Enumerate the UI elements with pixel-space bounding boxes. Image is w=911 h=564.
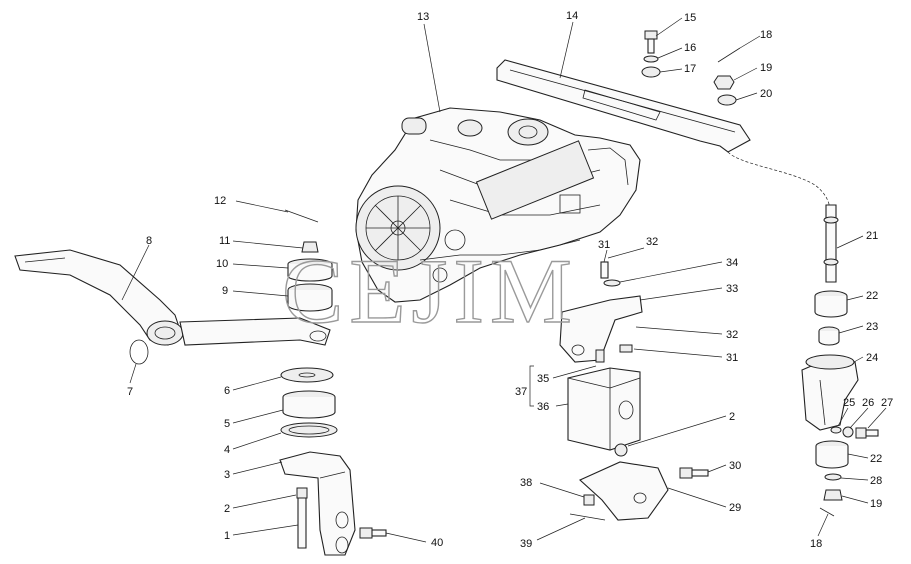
callout-24: 24 bbox=[866, 352, 878, 364]
callout-11: 11 bbox=[219, 235, 230, 247]
callout-2-center: 2 bbox=[729, 411, 735, 423]
callout-32-bottom: 32 bbox=[726, 329, 738, 341]
callout-34: 34 bbox=[726, 257, 738, 269]
callout-37: 37 bbox=[515, 386, 527, 398]
callout-19-bottom: 19 bbox=[870, 498, 882, 510]
callout-6: 6 bbox=[224, 385, 230, 397]
callout-28: 28 bbox=[870, 475, 882, 487]
callout-22-bottom: 22 bbox=[870, 453, 882, 465]
callout-29: 29 bbox=[729, 502, 741, 514]
callout-15: 15 bbox=[684, 12, 696, 24]
callout-5: 5 bbox=[224, 418, 230, 430]
callout-3: 3 bbox=[224, 469, 230, 481]
callout-13: 13 bbox=[417, 11, 429, 23]
callout-40: 40 bbox=[431, 537, 443, 549]
callout-23: 23 bbox=[866, 321, 878, 333]
callout-18-top: 18 bbox=[760, 29, 772, 41]
watermark: CEJIM bbox=[282, 240, 578, 342]
callout-26: 26 bbox=[862, 397, 874, 409]
callout-4: 4 bbox=[224, 444, 230, 456]
callout-33: 33 bbox=[726, 283, 738, 295]
callout-38: 38 bbox=[520, 477, 532, 489]
callout-labels: 13 14 15 16 17 18 19 20 12 11 10 9 8 7 6… bbox=[127, 10, 893, 550]
center-mount-assembly bbox=[559, 261, 709, 521]
engine-assembly bbox=[355, 107, 641, 303]
callout-22-top: 22 bbox=[866, 290, 878, 302]
callout-7: 7 bbox=[127, 386, 133, 398]
callout-36: 36 bbox=[537, 401, 549, 413]
callout-20: 20 bbox=[760, 88, 772, 100]
left-mount-stack bbox=[279, 367, 387, 556]
callout-31-top: 31 bbox=[598, 239, 610, 251]
right-mount-assembly bbox=[801, 204, 879, 517]
callout-8: 8 bbox=[146, 235, 152, 247]
callout-30: 30 bbox=[729, 460, 741, 472]
leader-lines bbox=[121, 17, 887, 543]
mounting-bar bbox=[496, 59, 831, 213]
callout-35: 35 bbox=[537, 373, 549, 385]
callout-17: 17 bbox=[684, 63, 696, 75]
callout-31-bottom: 31 bbox=[726, 352, 738, 364]
callout-21: 21 bbox=[866, 230, 878, 242]
callout-9: 9 bbox=[222, 285, 228, 297]
callout-10: 10 bbox=[216, 258, 228, 270]
callout-25: 25 bbox=[843, 397, 855, 409]
left-lever-assembly bbox=[14, 209, 333, 365]
callout-39: 39 bbox=[520, 538, 532, 550]
callout-12: 12 bbox=[214, 195, 226, 207]
callout-14: 14 bbox=[566, 10, 578, 22]
callout-2-left: 2 bbox=[224, 503, 230, 515]
callout-32-top: 32 bbox=[646, 236, 658, 248]
callout-1: 1 bbox=[224, 530, 230, 542]
callout-27: 27 bbox=[881, 397, 893, 409]
callout-18-bottom: 18 bbox=[810, 538, 822, 550]
callout-16: 16 bbox=[684, 42, 696, 54]
callout-19-top: 19 bbox=[760, 62, 772, 74]
